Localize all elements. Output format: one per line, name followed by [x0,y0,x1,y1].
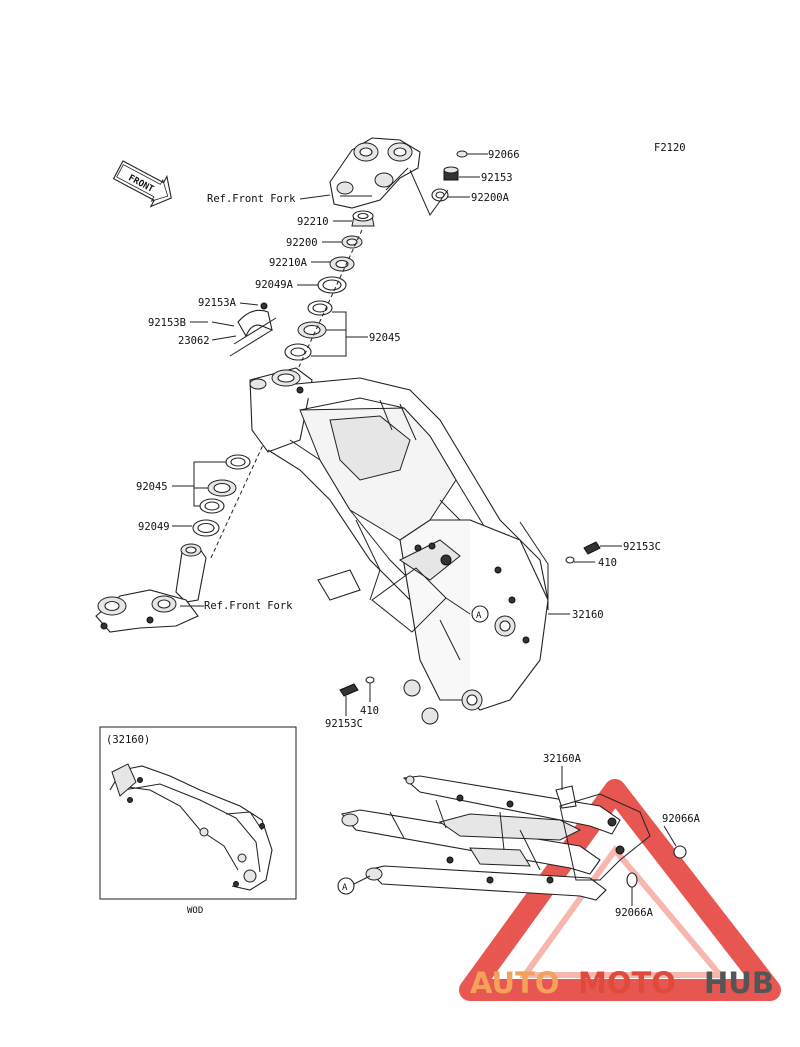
label-410-right: 410 [598,557,617,569]
label-92049: 92049 [138,521,170,533]
part-410-lower-washer [365,676,375,702]
label-92049A: 92049A [255,279,294,291]
part-92153C-lower-bolt [339,683,359,716]
inset-caption: WOD [187,906,203,916]
part-92066A-lower [626,872,638,906]
label-92153: 92153 [481,172,513,184]
callout-A-1-text: A [476,611,482,621]
main-frame-32160 [249,367,549,725]
part-92200A-washer [431,188,470,202]
label-92210A: 92210A [269,257,308,269]
part-92210A-nut [311,256,355,272]
watermark-hub: HUB [704,966,774,1000]
watermark-logo: AUTO MOTO HUB [470,966,774,1000]
leader-upper-bracket [409,169,449,216]
label-92066A-upper: 92066A [662,813,701,825]
inset-frame-box: (32160) [99,726,297,900]
part-92049-seal [172,519,220,537]
label-92153C-right: 92153C [623,541,661,553]
label-92045-lower: 92045 [136,481,168,493]
part-92200-washer [322,235,363,249]
part-92049A-seal [297,276,347,294]
label-410-lower: 410 [360,705,379,717]
part-410-right-washer [565,556,595,564]
figure-code: F2120 [654,142,686,154]
front-arrow-icon: FRONT [112,160,172,208]
part-92153-bolt [443,166,480,181]
label-32160A: 32160A [543,753,582,765]
label-92153B: 92153B [148,317,186,329]
label-32160: 32160 [572,609,604,621]
label-92153C-lower: 92153C [325,718,363,730]
ref-front-fork-upper: Ref.Front Fork [207,193,296,205]
callout-A-marker-1 [471,605,489,623]
label-23062: 23062 [178,335,210,347]
upper-triple-clamp [329,137,421,209]
label-92066: 92066 [488,149,520,161]
callout-A-2-text: A [342,883,348,893]
label-92200: 92200 [286,237,318,249]
label-92045-upper: 92045 [369,332,401,344]
label-92066A-lower: 92066A [615,907,654,919]
part-23062-bracket [190,302,277,357]
callout-A-marker-2 [337,877,355,895]
part-92153C-right-bolt [583,541,622,555]
label-92210: 92210 [297,216,329,228]
part-92066A-upper [663,825,687,859]
leader-frame-right [519,521,549,610]
part-92066-cap [456,150,488,158]
rear-subframe-32160A [340,775,651,901]
ref-front-fork-lower: Ref.Front Fork [204,600,293,612]
leader-ref-front-fork-upper [299,194,331,200]
label-92153A: 92153A [198,297,237,309]
watermark-auto: AUTO [470,966,560,1000]
label-92200A: 92200A [471,192,510,204]
steering-axis-line [209,229,363,561]
inset-title: (32160) [106,734,150,746]
watermark-moto: MOTO [578,966,676,1000]
lower-triple-clamp [95,543,207,633]
part-92210-nut [333,210,375,227]
part-92045-upper-bearings [284,300,368,361]
part-92045-lower-bearings [172,454,251,514]
